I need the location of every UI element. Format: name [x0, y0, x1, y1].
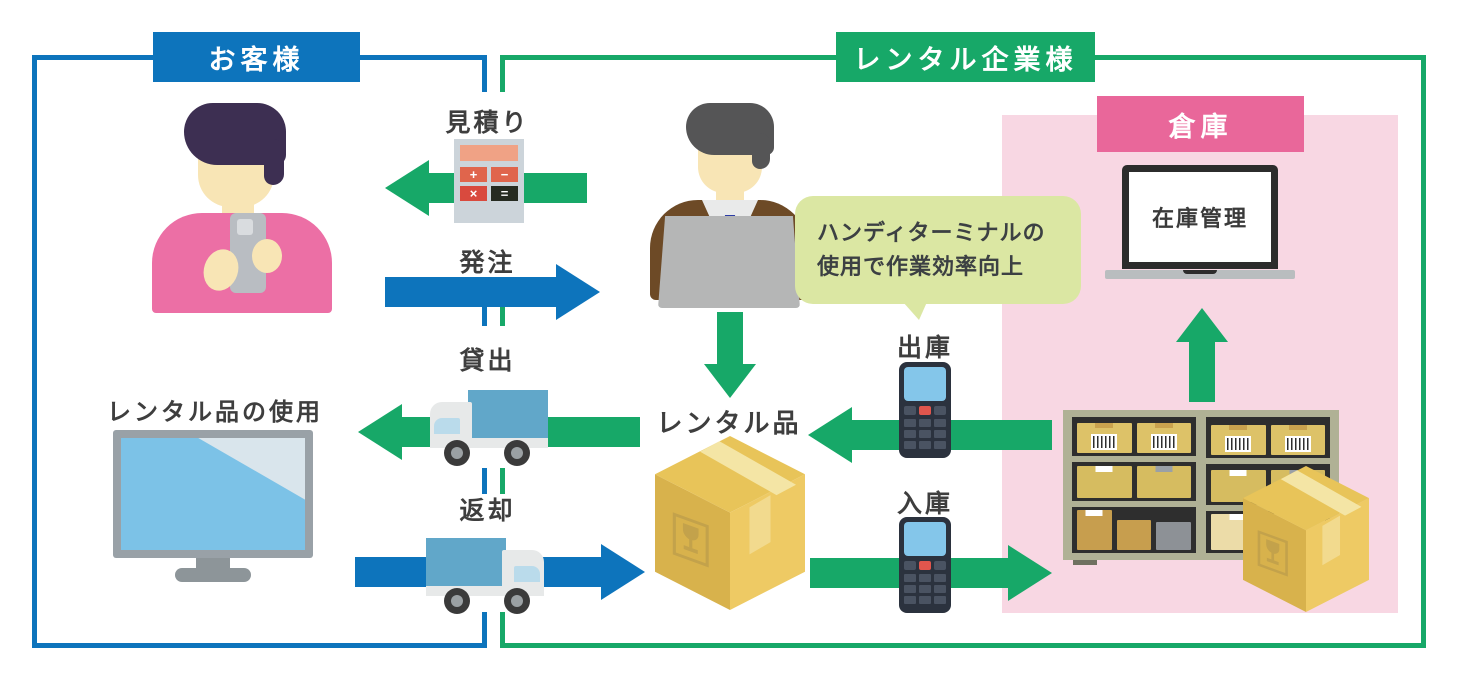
- rental-item-box-icon: [655, 436, 805, 610]
- terminal-scan-button: [919, 561, 931, 570]
- truck-cargo: [468, 390, 548, 440]
- return-arrow: [355, 544, 645, 600]
- truck-cab: [502, 550, 544, 590]
- laptop-base: [1105, 270, 1295, 279]
- truck-chassis: [430, 438, 548, 448]
- barcode: [1284, 436, 1311, 452]
- lend-truck-icon: [430, 390, 548, 466]
- ship-in-handheld-terminal-icon: [899, 517, 951, 613]
- rental-item-use-label: レンタル品の使用: [107, 399, 323, 426]
- fragile-icon: [1257, 529, 1288, 577]
- customer-person-icon: [152, 103, 332, 313]
- zone-tag-customer: お客様: [153, 32, 360, 82]
- zone-tag-warehouse: 倉庫: [1097, 96, 1304, 152]
- terminal-scan-button: [919, 406, 931, 415]
- smartphone-icon: [230, 213, 266, 293]
- truck-wheel: [504, 588, 530, 614]
- barcode: [1091, 434, 1118, 450]
- monitor-screen: [121, 438, 305, 550]
- calculator-display: [460, 145, 518, 161]
- monitor-frame: [113, 430, 313, 558]
- ship-out-handheld-terminal-icon: [899, 362, 951, 458]
- staff-to-item-arrow: [704, 312, 756, 398]
- terminal-screen: [904, 367, 946, 401]
- businessman-laptop-icon: [650, 103, 808, 308]
- truck-cab: [430, 402, 472, 442]
- truck-cargo: [426, 538, 506, 588]
- zone-tag-company: レンタル企業様: [836, 32, 1095, 82]
- rental-item-label: レンタル品: [656, 408, 802, 438]
- fragile-icon: [672, 512, 709, 568]
- hand: [252, 239, 282, 273]
- minus-key: −: [491, 167, 518, 182]
- ship-out-label: 出庫: [896, 334, 953, 362]
- estimate-label: 見積り: [445, 109, 530, 137]
- truck-wheel: [504, 440, 530, 466]
- inventory-label: 在庫管理: [1122, 165, 1278, 269]
- inventory-laptop-icon: 在庫管理: [1105, 165, 1295, 283]
- laptop: [658, 216, 800, 308]
- monitor-stand: [196, 558, 230, 570]
- barcode: [1150, 434, 1177, 450]
- callout-line: 使用で作業効率向上: [817, 254, 1025, 279]
- ship-in-label: 入庫: [896, 490, 953, 518]
- truck-wheel: [444, 588, 470, 614]
- callout-line: ハンディターミナルの: [817, 219, 1046, 245]
- equals-key: =: [491, 186, 518, 201]
- order-label: 発注: [459, 249, 516, 277]
- barcode: [1225, 436, 1252, 452]
- lend-label: 貸出: [459, 347, 516, 375]
- truck-wheel: [444, 440, 470, 466]
- monitor-icon: [113, 430, 313, 582]
- hair: [264, 139, 284, 185]
- multiply-key: ×: [460, 186, 487, 201]
- warehouse-box-icon: [1243, 466, 1369, 612]
- terminal-screen: [904, 522, 946, 556]
- shelf-to-inventory-arrow: [1176, 308, 1228, 402]
- return-truck-icon: [426, 538, 544, 614]
- order-arrow: [385, 264, 600, 320]
- monitor-base: [175, 568, 251, 582]
- efficiency-callout: ハンディターミナルの 使用で作業効率向上: [795, 196, 1081, 320]
- calculator-icon: + − × =: [454, 139, 524, 223]
- hair: [752, 133, 770, 169]
- return-label: 返却: [459, 497, 516, 525]
- plus-key: +: [460, 167, 487, 182]
